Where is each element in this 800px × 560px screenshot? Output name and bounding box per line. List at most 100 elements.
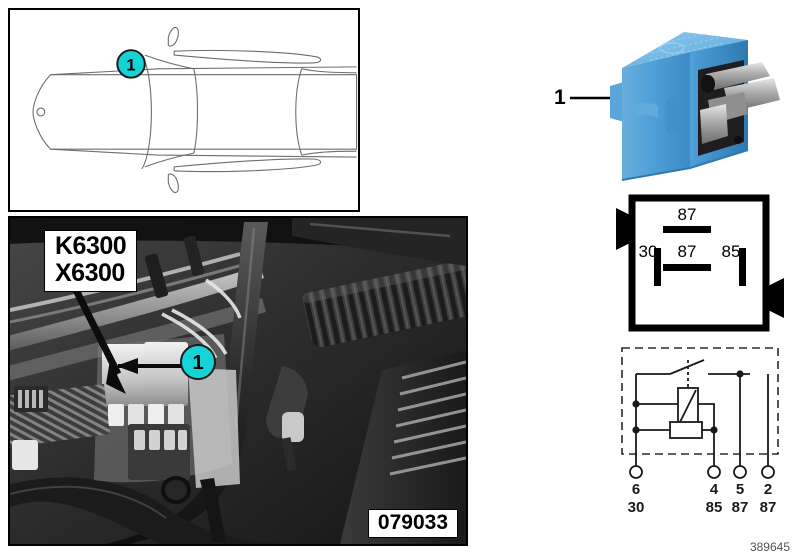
car-rear-upper <box>301 68 357 74</box>
schematic-wiring <box>635 359 769 466</box>
connector-tab-4 <box>168 404 184 426</box>
relay-top-face <box>622 32 748 68</box>
connector-tab-3 <box>148 404 164 426</box>
pin-blade-left <box>654 248 661 286</box>
harness-wire-2 <box>10 262 247 324</box>
sensor-lead <box>281 437 297 471</box>
circuit-schematic-panel: 6 4 5 2 30 85 87 87 <box>604 342 800 514</box>
coil-diagonal <box>679 389 697 423</box>
pin-label-middle: 87 <box>678 242 697 261</box>
relay-blade-terminals <box>700 62 780 144</box>
pin-layout-svg: 87 30 87 85 <box>616 194 784 332</box>
terminal-number-30: 30 <box>628 499 645 514</box>
photo-lower-hose <box>10 477 310 544</box>
duct-body <box>303 260 466 348</box>
relay-block-fuses <box>134 430 187 450</box>
document-id-label: 389645 <box>749 540 790 554</box>
left-white-connector <box>12 440 38 470</box>
grille-slats <box>389 360 466 476</box>
wire-coil-right <box>698 403 715 430</box>
relay-wire-bundle <box>200 478 226 542</box>
terminal-number-87a: 87 <box>732 499 749 514</box>
engine-bay-photo-panel: 1 K6300 X6300 079033 <box>8 216 468 546</box>
pin-number-2: 2 <box>764 481 772 498</box>
relay-housing-body <box>188 368 240 488</box>
callout-circle <box>116 49 146 79</box>
leader-arrow-shaft <box>72 288 122 376</box>
car-body-outline <box>32 74 358 150</box>
schematic-coil <box>677 387 699 425</box>
relay-callout-number: 1 <box>554 86 566 109</box>
relay-top-logo <box>659 42 685 54</box>
photo-sensor <box>266 366 308 471</box>
callout-pointer-head <box>116 358 138 374</box>
connector-tab-2 <box>128 404 144 426</box>
harness-strap-1 <box>144 253 169 299</box>
schematic-enclosure <box>621 347 779 455</box>
junction-pin4 <box>710 426 718 434</box>
terminal-number-87b: 87 <box>760 499 777 514</box>
connector-code-label: X6300 <box>55 259 125 287</box>
harness-strap-2 <box>183 235 205 277</box>
photo-grille <box>340 350 466 544</box>
terminal-circle-pin4 <box>707 465 721 479</box>
car-rear-divider <box>295 68 303 156</box>
terminal-circle-pin2 <box>761 465 775 479</box>
photo-callout-circle <box>180 344 216 380</box>
pin-blade-right <box>739 248 746 286</box>
pin-number-6: 6 <box>632 481 640 498</box>
car-upper-edge <box>50 66 357 76</box>
car-mirror-bottom <box>167 173 179 194</box>
car-window-bottom <box>173 158 322 173</box>
pin-blade-top <box>663 226 711 233</box>
switch-blade <box>669 359 705 375</box>
grille-body <box>340 350 466 544</box>
relay-bottom-edge <box>621 149 749 181</box>
duct-top-highlight <box>302 259 466 303</box>
pin-left-tab <box>616 208 632 250</box>
photo-left-wire-loom <box>10 384 110 470</box>
car-front-emblem <box>36 107 46 117</box>
relay-mount-clip <box>610 82 624 122</box>
pin-blade-middle <box>663 264 711 271</box>
photo-corrugated-duct <box>302 259 466 348</box>
car-window-top <box>173 49 322 64</box>
pin-number-4: 4 <box>710 481 719 498</box>
relay-component-panel: 1 <box>548 18 796 190</box>
photo-hose-highlight <box>234 227 256 427</box>
white-connector-right <box>144 342 188 406</box>
junction-resistor-common <box>632 426 640 434</box>
relay-front-latch <box>634 103 658 118</box>
relay-cavity-screw <box>734 136 742 144</box>
pin-right-tab <box>768 278 784 318</box>
schematic-junctions <box>632 370 744 434</box>
sensor-cap <box>282 412 304 442</box>
photo-upper-right-edge <box>309 222 451 238</box>
pin-number-5: 5 <box>736 481 744 498</box>
callout-number: 1 <box>126 55 135 74</box>
car-roof-panel <box>144 54 199 168</box>
terminal-number-85: 85 <box>706 499 723 514</box>
terminal-circle-pin6 <box>629 465 643 479</box>
circuit-schematic-svg: 6 4 5 2 30 85 87 87 <box>621 347 779 514</box>
car-panel-background <box>11 10 357 210</box>
relay-top-markings <box>645 31 725 61</box>
harness-bundle-upper <box>10 266 264 351</box>
vehicle-callout-badge: 1 <box>116 49 146 79</box>
car-outline-group <box>32 26 358 194</box>
relay-terminal-hole <box>701 75 715 93</box>
relay-front-groove <box>666 96 678 132</box>
vehicle-diagram-panel: 1 <box>8 8 360 212</box>
connector-tab-1 <box>108 404 124 426</box>
relay-code-label: K6300 <box>55 232 127 260</box>
housing-grommet <box>161 476 191 504</box>
photo-callout-number: 1 <box>192 352 203 374</box>
harness-bundle-mid <box>10 298 266 381</box>
pin-label-left: 30 <box>639 242 658 261</box>
schematic-resistor <box>669 421 703 439</box>
pin-label-right: 85 <box>722 242 741 261</box>
terminal-circle-pin5 <box>733 465 747 479</box>
junction-coil-common <box>632 400 640 408</box>
photo-callout-badge: 1 <box>180 344 216 380</box>
junction-pin5 <box>736 370 744 378</box>
